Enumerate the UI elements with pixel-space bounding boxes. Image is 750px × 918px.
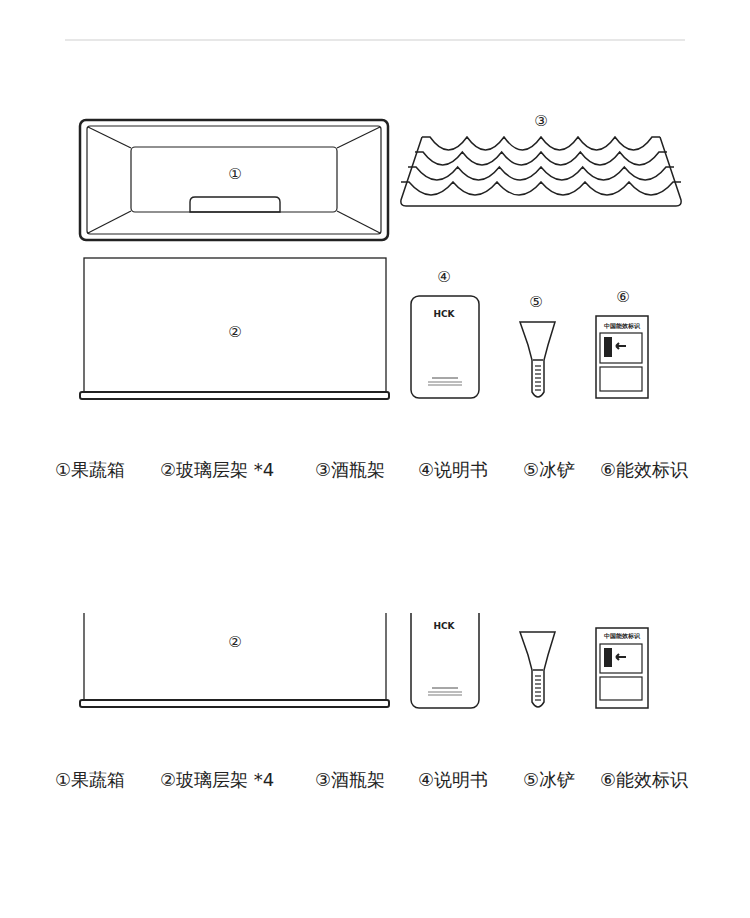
glass-shelf <box>80 258 389 399</box>
manual-booklet <box>411 613 479 708</box>
ice-scraper <box>520 322 555 397</box>
callout-number: ② <box>228 323 241 341</box>
rack-row <box>401 182 681 195</box>
energy-label-card <box>596 316 648 398</box>
grip-line <box>535 381 541 382</box>
label-heading: 中国能效标识 <box>604 632 640 639</box>
ice-scraper <box>520 632 555 707</box>
rack-row <box>422 137 660 150</box>
part-caption: ②玻璃层架 *4 <box>160 459 274 481</box>
grip-line <box>535 691 541 692</box>
grip-line <box>535 385 541 386</box>
part-caption: ③酒瓶架 <box>315 769 385 791</box>
brand-mark: HCK <box>433 621 454 632</box>
label-heading: 中国能效标识 <box>604 322 640 329</box>
rack-row <box>415 152 667 165</box>
callout-number: ④ <box>437 268 450 286</box>
grip-line <box>535 365 541 366</box>
glass-shelf <box>80 613 389 707</box>
grip-line <box>535 699 541 700</box>
part-caption: ③酒瓶架 <box>315 459 385 481</box>
grip-line <box>535 373 541 374</box>
grip-line <box>535 377 541 378</box>
grip-line <box>535 675 541 676</box>
part-caption: ⑥能效标识 <box>600 769 688 791</box>
part-caption: ④说明书 <box>418 769 488 791</box>
rack-row <box>408 167 674 180</box>
callout-number: ③ <box>534 112 547 130</box>
callout-number: ⑤ <box>529 293 542 311</box>
grip-line <box>535 679 541 680</box>
part-caption: ①果蔬箱 <box>55 769 125 791</box>
part-caption: ①果蔬箱 <box>55 459 125 481</box>
divider-line <box>65 40 685 41</box>
part-caption: ⑥能效标识 <box>600 459 688 481</box>
rack-outline <box>401 137 681 206</box>
grip-line <box>535 683 541 684</box>
part-caption: ②玻璃层架 *4 <box>160 769 274 791</box>
brand-mark: HCK <box>433 309 454 320</box>
grip-line <box>535 687 541 688</box>
callout-number: ⑥ <box>616 288 629 306</box>
part-caption: ④说明书 <box>418 459 488 481</box>
grip-line <box>535 389 541 390</box>
part-caption: ⑤冰铲 <box>523 459 575 481</box>
part-caption: ⑤冰铲 <box>523 769 575 791</box>
manual-booklet <box>411 296 479 398</box>
callout-number: ② <box>228 633 241 651</box>
grip-line <box>535 695 541 696</box>
energy-label-card <box>596 628 648 708</box>
crisper-drawer <box>80 120 388 240</box>
callout-number: ① <box>228 165 241 183</box>
grip-line <box>535 369 541 370</box>
wine-rack <box>401 137 681 206</box>
